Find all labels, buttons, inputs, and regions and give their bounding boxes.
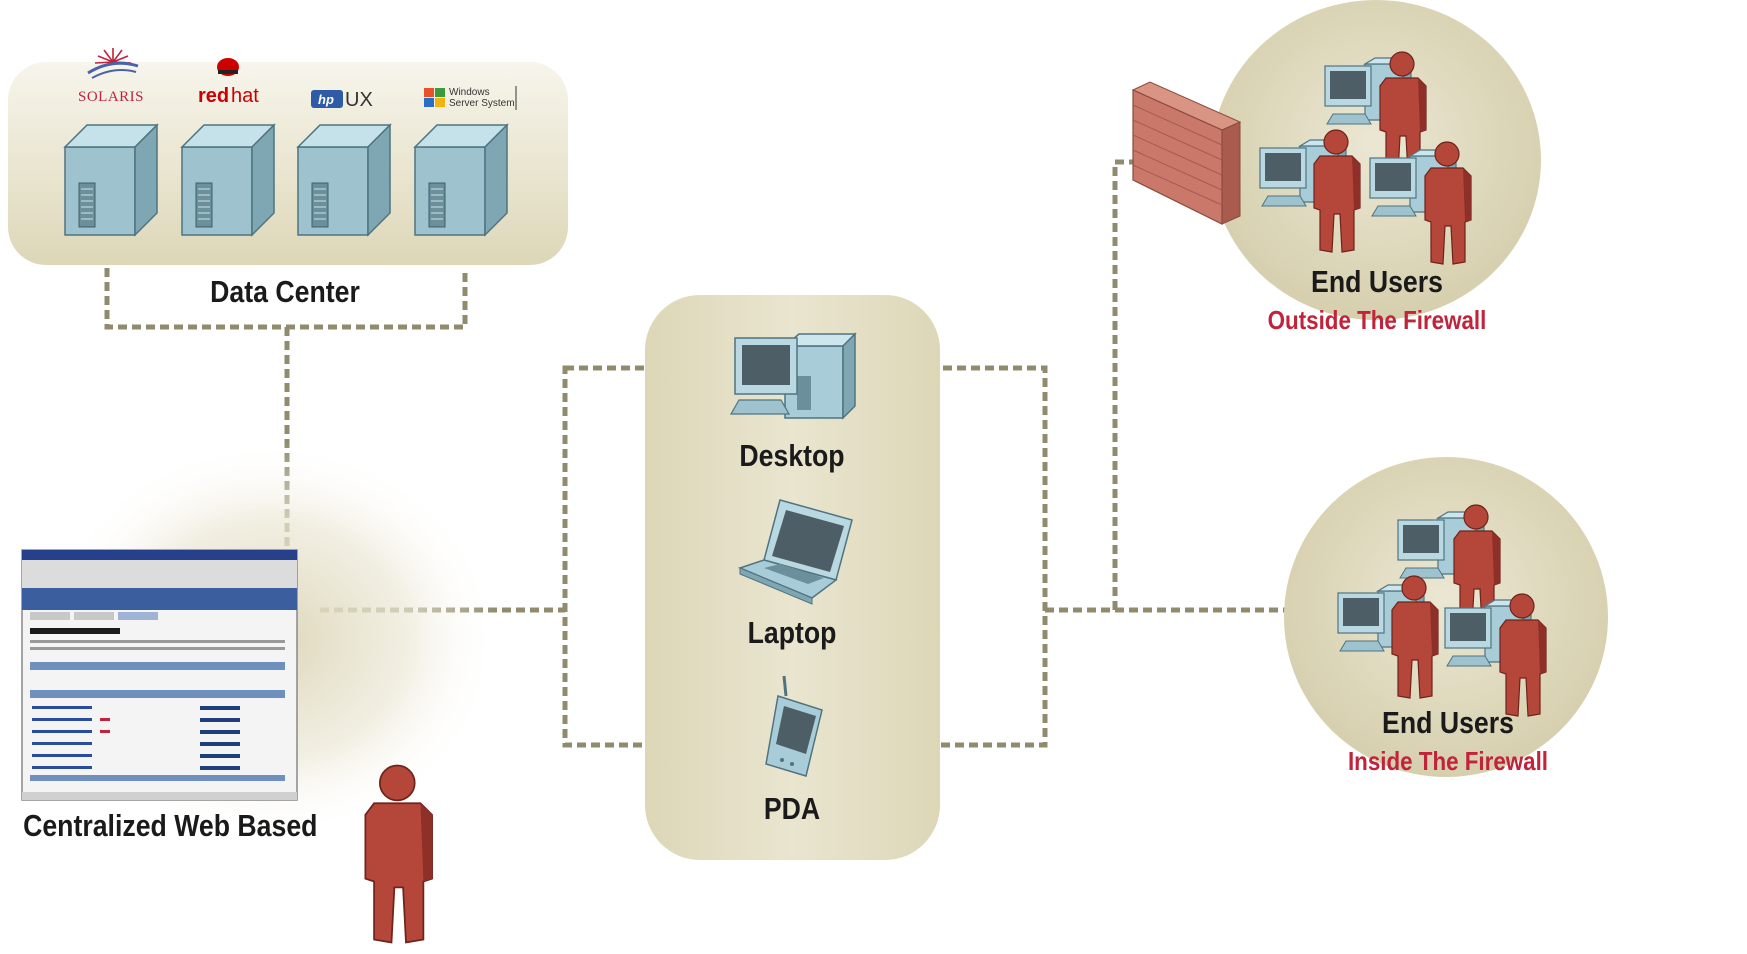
server-icon (297, 124, 391, 236)
firewall-icon (1131, 81, 1242, 225)
server-icon (414, 124, 508, 236)
svg-text:Windows: Windows (449, 87, 490, 98)
svg-text:SOLARIS: SOLARIS (78, 89, 144, 105)
svg-text:red: red (198, 85, 229, 107)
outside-users-title: End Users (1311, 264, 1443, 299)
browser-screenshot-icon (21, 549, 298, 801)
laptop-label: Laptop (747, 615, 837, 650)
admin-label: Centralized Web Based (23, 808, 318, 843)
server-icon (64, 124, 158, 236)
svg-text:UX: UX (345, 89, 373, 111)
server-icon (181, 124, 275, 236)
svg-text:hp: hp (318, 92, 334, 107)
inside-users-title: End Users (1382, 705, 1514, 740)
solaris-logo: SOLARIS (78, 48, 144, 105)
hp-ux-logo: hp UX (311, 89, 373, 111)
laptop-icon (737, 499, 853, 605)
inside-users-subtitle: Inside The Firewall (1347, 746, 1549, 776)
svg-text:Server System: Server System (449, 98, 515, 109)
desktop-label: Desktop (739, 438, 845, 473)
pda-label: PDA (763, 791, 821, 826)
desktop-icon (729, 332, 857, 420)
pda-icon (765, 675, 823, 777)
svg-text:hat: hat (231, 85, 259, 107)
windows-server-logo: Windows Server System (424, 86, 517, 110)
data-center-label: Data Center (210, 274, 360, 309)
redhat-logo: red hat (198, 58, 259, 107)
outside-users-subtitle: Outside The Firewall (1267, 305, 1487, 335)
